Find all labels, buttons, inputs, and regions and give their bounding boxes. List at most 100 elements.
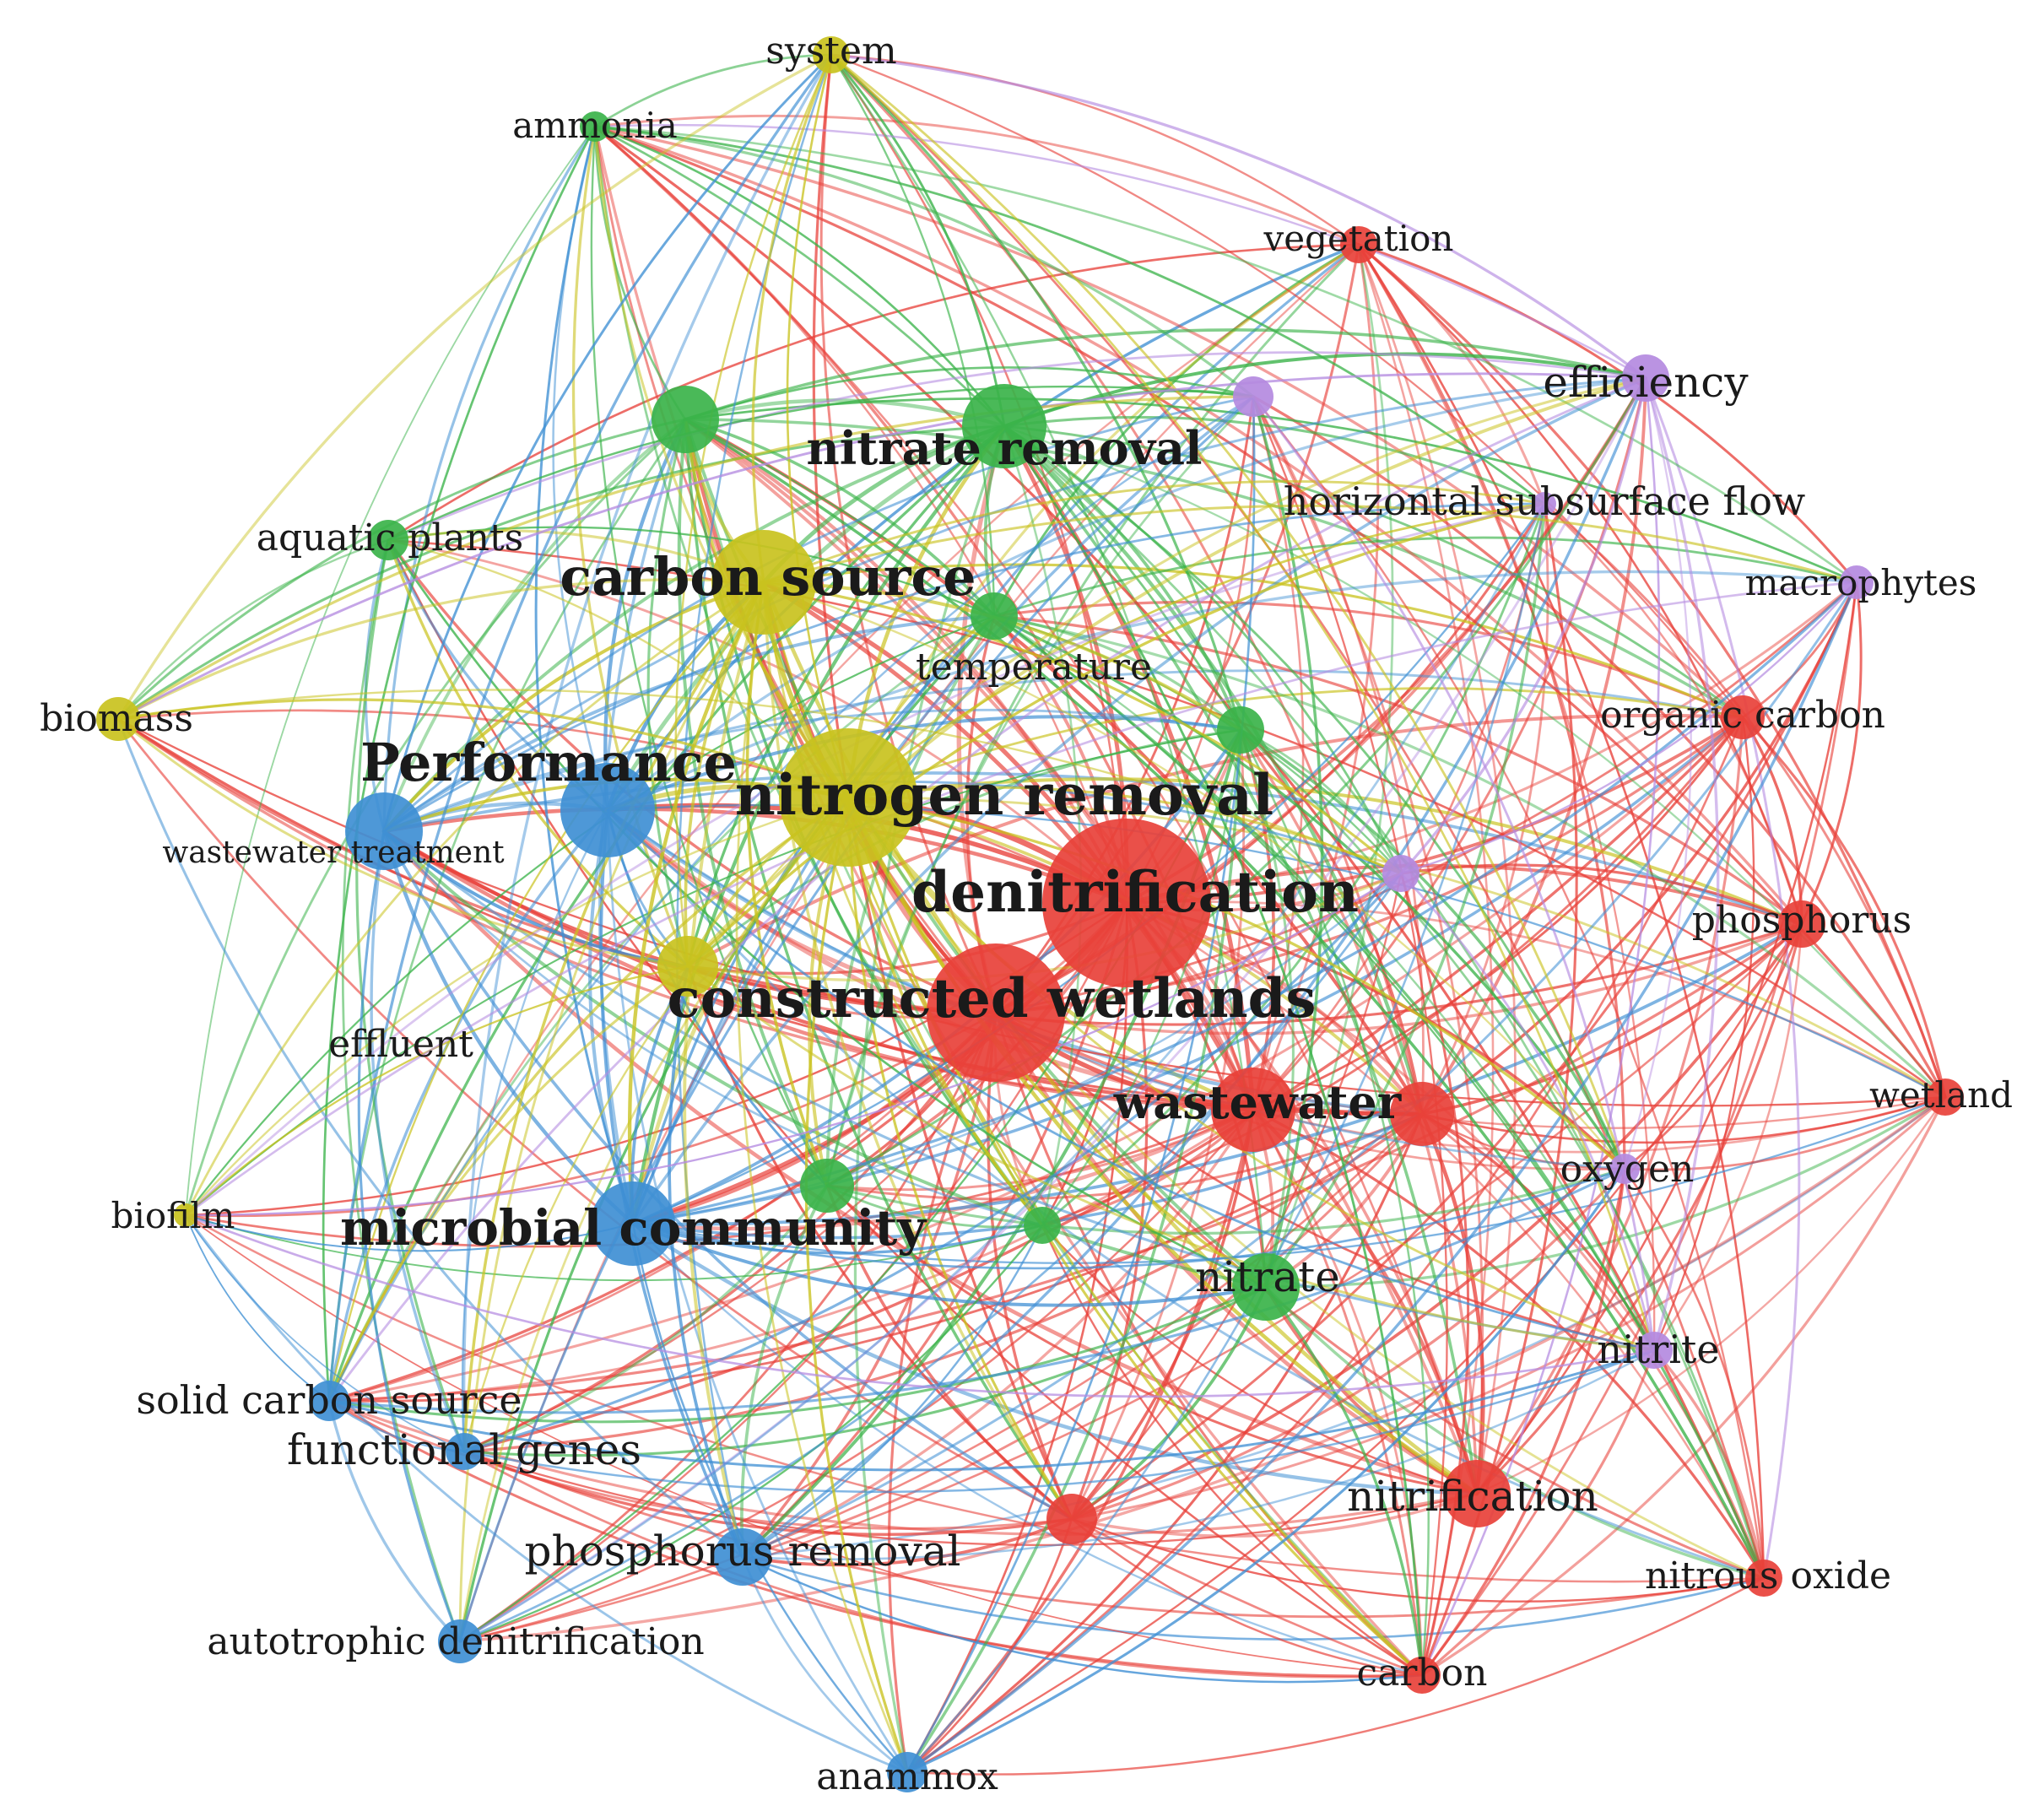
label-solid-carbon-source: solid carbon source [136,1377,522,1423]
node-wetland[interactable] [1927,1078,1964,1116]
label-biofilm: biofilm [111,1195,235,1236]
node-nitrogen-removal[interactable] [779,728,917,867]
node-functional-genes[interactable] [446,1433,483,1470]
edge-green_unlabeled_2-nitrate [1239,728,1295,1289]
edge-carbon-nitrogen_removal [846,796,1424,1677]
edge-wastewater_b-autotrophic_denitrification [458,1112,1424,1643]
edge-phosphorus-autotrophic_denitrification [458,922,1803,1643]
node-aquatic-plants[interactable] [368,520,408,560]
edge-wastewater-nitrification [1251,1107,1479,1496]
node-effluent[interactable] [657,936,718,997]
edge-nitrate_removal-purple_unlabeled_2 [1003,424,1403,875]
edge-wastewater_treatment-efficiency [382,376,1647,833]
node-green-unlabeled-4[interactable] [1024,1207,1061,1244]
edge-nitrogen_removal-efficiency [846,376,1647,799]
edge-phosphorus-nitrification [1475,922,1803,1495]
node-green-unlabeled-2[interactable] [1217,706,1264,754]
node-red-unlabeled[interactable] [1046,1494,1097,1544]
edge-denitrification-macrophytes [1125,581,1858,905]
edge-autotrophic_denitrification-carbon_source [458,581,765,1643]
edge-temperature-macrophytes [992,536,1858,618]
node-wastewater[interactable] [1211,1068,1295,1152]
edge-red_unlabeled-functional_genes [462,1450,1073,1536]
node-macrophytes[interactable] [1840,565,1874,599]
node-wastewater-treatment[interactable] [345,792,423,870]
edge-solid_carbon_source-autotrophic_denitrification [327,1399,462,1643]
node-wastewater-b[interactable] [1390,1082,1454,1146]
node-phosphorus[interactable] [1778,900,1825,948]
node-autotrophic-denitrification[interactable] [438,1619,482,1663]
edge-performance-nitrite [606,808,1656,1352]
node-nitrate[interactable] [1232,1253,1300,1321]
node-ammonia[interactable] [580,111,610,142]
edge-phosphorus_removal-carbon_source [683,581,765,1559]
edge-ammonia-horizontal_subsurface_flow [593,125,1546,505]
edge-temperature-solid_carbon_source [327,614,996,1403]
node-constructed-wetlands[interactable] [927,943,1065,1082]
edge-aquatic_plants-efficiency [387,351,1647,542]
node-biomass[interactable] [96,697,140,741]
label-ammonia: ammonia [512,105,678,146]
node-green-unlabeled-3[interactable] [800,1159,854,1213]
edge-organic_carbon-anammox [906,716,1744,1774]
edge-system-carbon_source [751,53,833,584]
node-system[interactable] [813,36,850,73]
edge-functional_genes-biofilm [185,1214,465,1452]
node-organic-carbon[interactable] [1721,695,1765,739]
edge-organic_carbon-system [830,53,1744,719]
node-microbial-community[interactable] [591,1181,675,1266]
label-effluent: effluent [328,1023,473,1066]
node-oxygen[interactable] [1609,1154,1640,1184]
edge-wastewater-autotrophic_denitrification [458,1108,1255,1643]
edge-autotrophic_denitrification-purple_unlabeled_1 [458,395,1255,1643]
edge-performance-macrophytes [606,570,1858,812]
node-solid-carbon-source[interactable] [309,1381,349,1421]
node-performance[interactable] [560,763,655,857]
node-temperature[interactable] [971,592,1018,640]
edge-carbon-nitrate [1264,1285,1424,1677]
edge-nitrous_oxide-functional_genes [462,1450,1766,1619]
node-vegetation[interactable] [1340,226,1377,263]
node-nitrite[interactable] [1636,1332,1673,1369]
node-efficiency[interactable] [1622,354,1669,402]
label-phosphorus: phosphorus [1692,899,1912,942]
edge-aquatic_plants-effluent [387,538,689,968]
edge-biomass-purple_unlabeled_1 [116,395,1255,721]
node-purple-unlabeled-2[interactable] [1382,855,1419,892]
edge-green_unlabeled_1-biofilm [184,418,687,1217]
edge-phosphorus_removal-anammox [741,1555,909,1774]
edge-biofilm-purple_unlabeled_2 [184,872,1403,1217]
node-green-unlabeled-1[interactable] [652,386,719,453]
node-anammox[interactable] [887,1752,927,1792]
label-microbial-community: microbial community [340,1199,927,1257]
label-efficiency: efficiency [1543,358,1749,407]
edge-nitrous_oxide-nitrite [1652,1349,1766,1580]
node-purple-unlabeled-1[interactable] [1233,376,1273,417]
edge-performance-solid_carbon_source [327,808,609,1403]
node-biofilm[interactable] [174,1203,197,1227]
node-nitrate-removal[interactable] [962,384,1046,468]
node-carbon[interactable] [1403,1657,1441,1694]
node-denitrification[interactable] [1042,819,1211,987]
edge-red_unlabeled-wastewater_treatment [382,830,1073,1521]
edge-autotrophic_denitrification-horizontal_subsurface_flow [458,502,1546,1643]
node-nitrification[interactable] [1443,1460,1511,1527]
edge-wastewater_b-wetland [1420,1095,1947,1144]
label-macrophytes: macrophytes [1745,562,1977,603]
node-nitrous-oxide[interactable] [1745,1560,1782,1597]
node-horizontal-subsurface-flow[interactable] [1533,492,1556,516]
edge-system-nitrogen_removal [786,53,850,799]
edge-carbon_source-biomass [116,578,765,721]
edge-wastewater_b-solid_carbon_source [327,1112,1424,1403]
edge-vegetation-system [830,53,1360,246]
edge-nitrous_oxide-ammonia [593,125,1766,1580]
node-phosphorus-removal[interactable] [714,1528,771,1586]
edge-wetland-horizontal_subsurface_flow [1543,502,1947,1099]
edge-carbon-oxygen [1420,1167,1626,1677]
node-carbon-source[interactable] [711,530,816,635]
label-carbon: carbon [1357,1652,1488,1695]
edge-aquatic_plants-carbon_source [387,529,765,584]
edge-system-oxygen [830,53,1626,1170]
edge-autotrophic_denitrification-nitrogen_removal [458,796,850,1643]
